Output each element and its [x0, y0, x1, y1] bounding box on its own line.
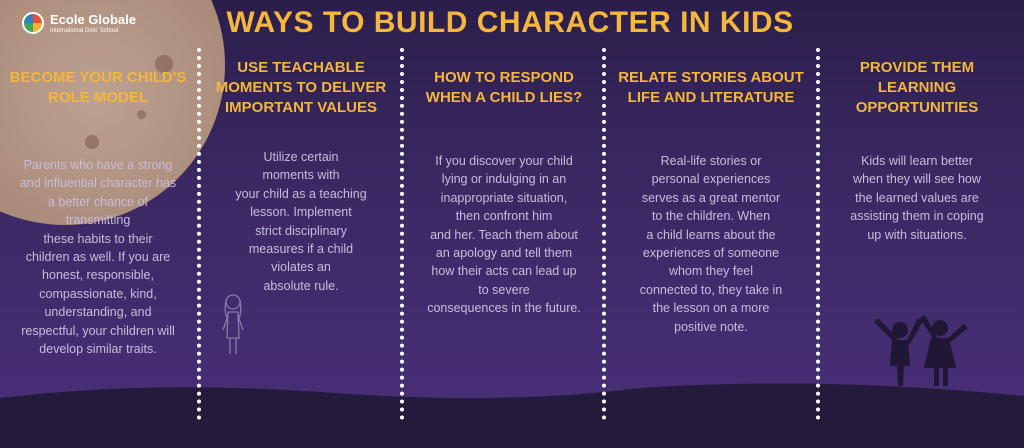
logo-name: Ecole Globale [50, 11, 136, 27]
column-body: Real-life stories or personal experience… [639, 154, 783, 334]
column-body: Kids will learn better when they will se… [850, 154, 984, 242]
column-title: PROVIDE THEM LEARNING OPPORTUNITIES [855, 59, 979, 116]
column-divider [400, 48, 404, 420]
column-body: Utilize certain moments with your child … [235, 150, 367, 293]
column-title: BECOME YOUR CHILD'S ROLE MODEL [9, 69, 187, 106]
kids-celebrating-illustration [874, 315, 968, 386]
logo-subtitle: International Girls' School [50, 27, 119, 34]
girl-illustration [222, 294, 244, 354]
column-title: USE TEACHABLE MOMENTS TO DELIVER IMPORTA… [215, 59, 387, 116]
column-teachable-moments: USE TEACHABLE MOMENTS TO DELIVER IMPORTA… [206, 58, 396, 295]
column-learning-opportunities: PROVIDE THEM LEARNING OPPORTUNITIES Kids… [822, 58, 1012, 244]
school-logo-icon [22, 12, 44, 34]
page-title: WAYS TO BUILD CHARACTER IN KIDS [226, 6, 794, 39]
column-divider [197, 48, 201, 420]
column-title: RELATE STORIES ABOUT LIFE AND LITERATURE [618, 69, 804, 106]
school-logo[interactable]: Ecole Globale International Girls' Schoo… [22, 12, 136, 34]
column-role-model: BECOME YOUR CHILD'S ROLE MODEL Parents w… [2, 58, 194, 358]
ground-silhouette [0, 383, 1024, 448]
column-title: HOW TO RESPOND WHEN A CHILD LIES? [425, 69, 583, 106]
column-divider [602, 48, 606, 420]
column-child-lies: HOW TO RESPOND WHEN A CHILD LIES? If you… [408, 58, 600, 318]
column-divider [816, 48, 820, 420]
moon-illustration [0, 0, 225, 225]
column-stories: RELATE STORIES ABOUT LIFE AND LITERATURE… [610, 58, 812, 336]
column-body: Parents who have a strong and influentia… [19, 158, 177, 357]
column-body: If you discover your child lying or indu… [427, 154, 581, 316]
